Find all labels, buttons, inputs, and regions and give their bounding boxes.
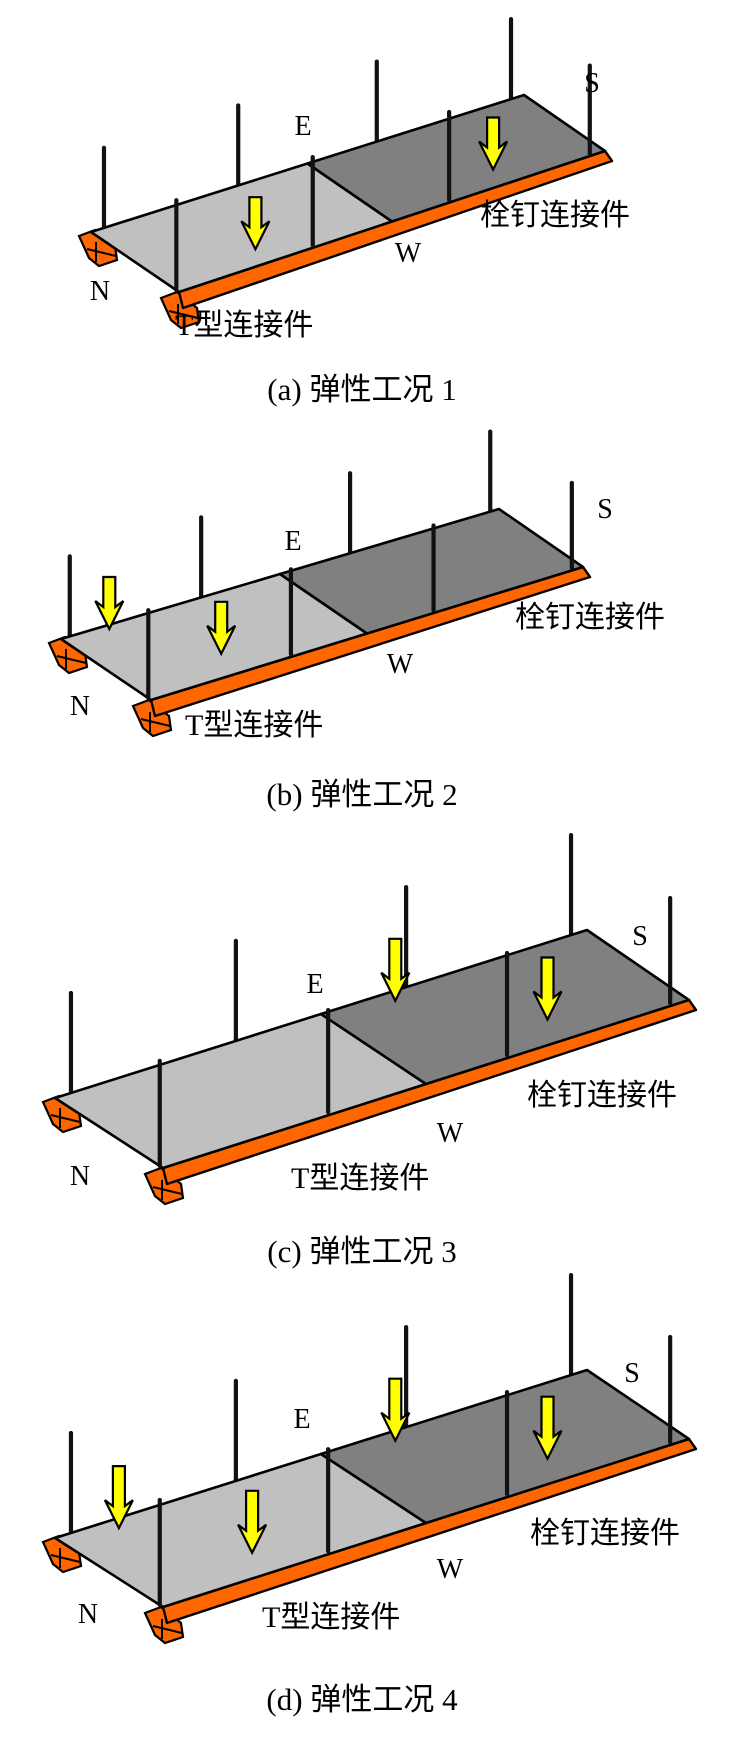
- load-arrow-icon: [380, 1377, 411, 1444]
- label-west: W: [387, 649, 414, 680]
- load-arrow-icon: [206, 600, 237, 657]
- panel-caption: (d) 弹性工况 4: [266, 1682, 458, 1717]
- t-connector-label: T型连接件: [262, 1601, 400, 1634]
- load-arrow-icon: [380, 937, 411, 1004]
- label-east: E: [306, 969, 323, 1000]
- stud-connector-label: 栓钉连接件: [480, 199, 630, 232]
- label-north: N: [70, 691, 90, 722]
- panel-caption: (c) 弹性工况 3: [267, 1234, 456, 1269]
- label-south: S: [597, 494, 613, 525]
- panel-c: N S E W T型连接件 栓钉连接件 (c) 弹性工况 3: [41, 832, 698, 1269]
- north-girder-end-front-flange: [140, 718, 171, 727]
- deck-south-half-stud-connector: [306, 93, 607, 223]
- panel-a: N S E W T型连接件 栓钉连接件 (a) 弹性工况 1: [77, 17, 630, 407]
- panel-caption: (a) 弹性工况 1: [267, 372, 456, 407]
- t-connector-label: T型连接件: [175, 309, 313, 342]
- stud-connector-label: 栓钉连接件: [530, 1517, 680, 1550]
- north-girder-end-front-flange: [168, 310, 199, 319]
- label-south: S: [624, 1358, 640, 1389]
- load-arrow-icon: [478, 116, 509, 172]
- north-girder-end-back-flange: [50, 1554, 81, 1563]
- north-girder-end-back-flange: [56, 655, 87, 664]
- label-east: E: [294, 111, 311, 142]
- north-girder-end-back-flange: [86, 248, 117, 257]
- label-west: W: [437, 1118, 464, 1149]
- load-arrow-icon: [532, 956, 563, 1022]
- panel-d: N S E W T型连接件 栓钉连接件 (d) 弹性工况 4: [41, 1272, 698, 1717]
- north-girder-end-back-flange: [50, 1114, 81, 1123]
- t-connector-label: T型连接件: [185, 709, 323, 742]
- panel-caption: (b) 弹性工况 2: [266, 777, 457, 812]
- load-arrow-icon: [237, 1489, 268, 1556]
- label-north: N: [70, 1161, 90, 1192]
- label-west: W: [437, 1554, 464, 1585]
- label-east: E: [293, 1404, 310, 1435]
- panel-b: N S E W T型连接件 栓钉连接件 (b) 弹性工况 2: [47, 429, 665, 812]
- north-girder-end-front-flange: [152, 1186, 183, 1195]
- load-arrow-icon: [94, 575, 125, 632]
- load-arrow-icon: [532, 1395, 563, 1462]
- load-arrow-icon: [240, 196, 271, 252]
- north-girder-end-front-flange: [152, 1625, 183, 1634]
- label-south: S: [632, 921, 648, 952]
- label-east: E: [284, 526, 301, 557]
- label-north: N: [78, 1599, 98, 1630]
- stud-connector-label: 栓钉连接件: [515, 601, 665, 634]
- stud-connector-label: 栓钉连接件: [527, 1079, 677, 1112]
- label-north: N: [90, 276, 110, 307]
- load-arrow-icon: [103, 1464, 134, 1531]
- label-south: S: [584, 68, 600, 99]
- label-west: W: [395, 238, 422, 269]
- t-connector-label: T型连接件: [291, 1162, 429, 1195]
